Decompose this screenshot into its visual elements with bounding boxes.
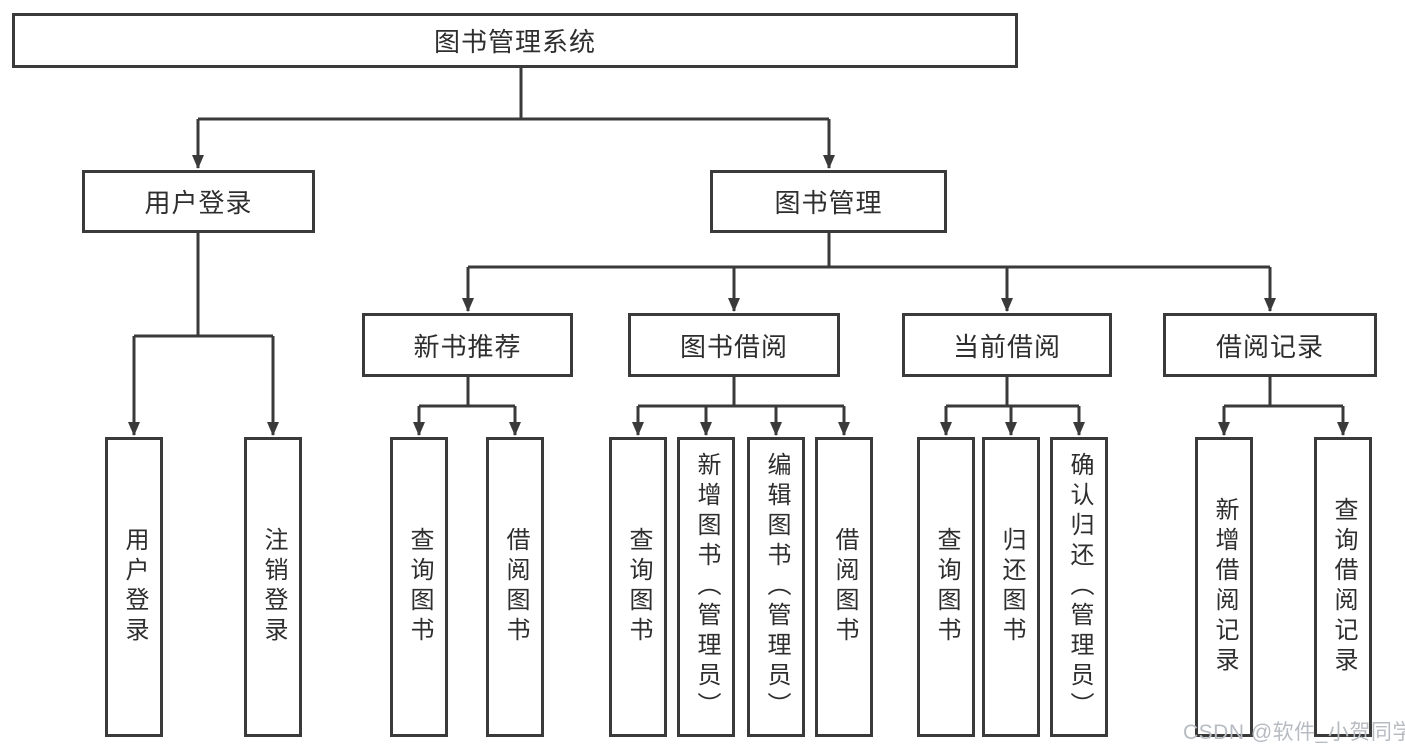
- leaf-borrow-books-recommend-label: 借阅图书: [502, 527, 529, 647]
- leaf-query-books-borrowing-label: 查询图书: [625, 527, 652, 647]
- leaf-borrow-books: 借阅图书: [815, 437, 873, 737]
- node-user-login-label: 用户登录: [144, 188, 253, 218]
- leaf-query-books-borrowing: 查询图书: [609, 437, 667, 737]
- node-book-borrowing: 图书借阅: [628, 313, 840, 377]
- leaf-add-borrow-record-label: 新增借阅记录: [1211, 497, 1238, 677]
- leaf-borrow-books-label: 借阅图书: [831, 527, 858, 647]
- node-current-borrowing: 当前借阅: [902, 313, 1112, 377]
- leaf-query-books-current: 查询图书: [917, 437, 975, 737]
- watermark: CSDN @软件_小贺同学: [1183, 721, 1405, 744]
- leaf-edit-books-admin-label: 编辑图书（管理员）: [763, 452, 790, 722]
- connector-book-mgmt-to-level3: [462, 233, 1276, 312]
- node-new-book-recommend: 新书推荐: [362, 313, 573, 377]
- leaf-logout: 注销登录: [244, 437, 302, 737]
- node-book-mgmt: 图书管理: [710, 170, 947, 233]
- node-borrow-records-label: 借阅记录: [1215, 331, 1324, 362]
- leaf-user-login: 用户登录: [105, 437, 163, 737]
- node-book-mgmt-label: 图书管理: [774, 188, 883, 218]
- leaf-query-books-current-label: 查询图书: [933, 527, 960, 647]
- node-book-borrowing-label: 图书借阅: [679, 331, 788, 362]
- connector-root-to-level2: [192, 68, 835, 169]
- node-borrow-records: 借阅记录: [1163, 313, 1377, 377]
- node-user-login: 用户登录: [82, 170, 315, 233]
- leaf-edit-books-admin: 编辑图书（管理员）: [747, 437, 805, 737]
- leaf-query-books-recommend: 查询图书: [390, 437, 448, 737]
- node-root-label: 图书管理系统: [433, 27, 596, 57]
- node-new-book-recommend-label: 新书推荐: [413, 331, 522, 362]
- node-root: 图书管理系统: [12, 13, 1018, 68]
- connector-new-books-to-leaves: [413, 377, 521, 436]
- leaf-add-borrow-record: 新增借阅记录: [1195, 437, 1253, 737]
- leaf-add-books-admin-label: 新增图书（管理员）: [693, 452, 720, 722]
- leaf-confirm-return-admin: 确认归还（管理员）: [1050, 437, 1108, 737]
- leaf-query-borrow-record-label: 查询借阅记录: [1330, 497, 1357, 677]
- leaf-logout-label: 注销登录: [260, 527, 287, 647]
- connector-borrowing-to-leaves: [632, 377, 850, 436]
- leaf-return-books-label: 归还图书: [998, 527, 1025, 647]
- node-current-borrowing-label: 当前借阅: [952, 331, 1061, 362]
- leaf-query-borrow-record: 查询借阅记录: [1314, 437, 1372, 737]
- connector-user-login-to-leaves: [128, 233, 279, 436]
- leaf-add-books-admin: 新增图书（管理员）: [677, 437, 735, 737]
- leaf-query-books-recommend-label: 查询图书: [406, 527, 433, 647]
- leaf-borrow-books-recommend: 借阅图书: [486, 437, 544, 737]
- leaf-user-login-label: 用户登录: [121, 527, 148, 647]
- connector-records-to-leaves: [1218, 377, 1349, 436]
- leaf-return-books: 归还图书: [982, 437, 1040, 737]
- connector-current-to-leaves: [940, 377, 1085, 436]
- leaf-confirm-return-admin-label: 确认归还（管理员）: [1066, 452, 1093, 722]
